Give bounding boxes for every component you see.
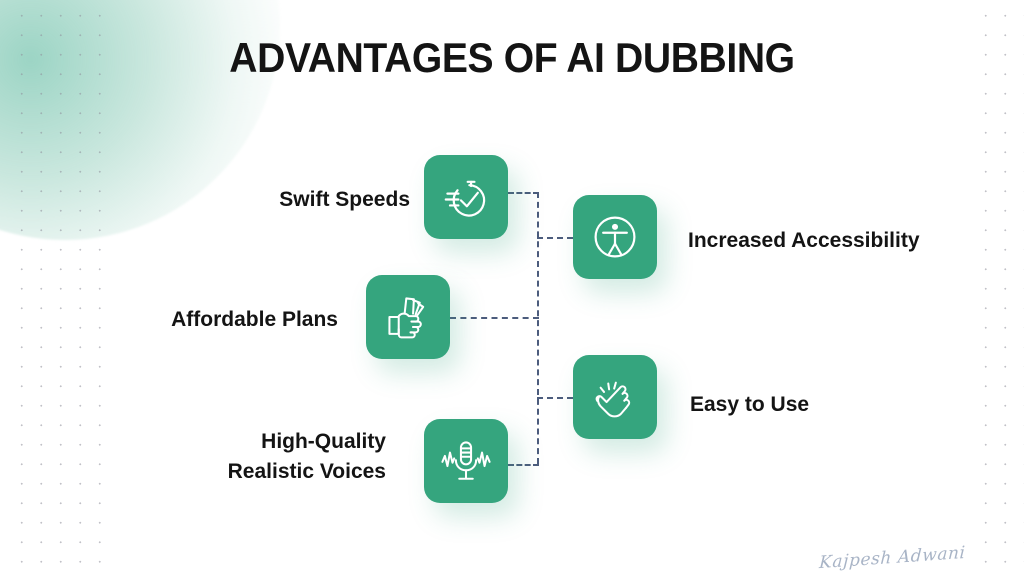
advantage-label-increased-accessibility: Increased Accessibility bbox=[688, 229, 920, 252]
advantage-icon-tile-increased-accessibility bbox=[573, 195, 657, 279]
hand-holding-cash-icon bbox=[388, 297, 425, 339]
advantage-icon-tile-easy-to-use bbox=[573, 355, 657, 439]
connector-realistic-voices bbox=[508, 464, 539, 466]
connector-increased-accessibility bbox=[537, 237, 573, 239]
accessibility-person-icon bbox=[594, 216, 636, 258]
connector-affordable-plans bbox=[450, 317, 539, 319]
connector-vertical-spine bbox=[537, 192, 539, 464]
advantage-icon-tile-realistic-voices bbox=[424, 419, 508, 503]
dot-grid-left-decoration bbox=[8, 0, 108, 576]
advantage-label-swift-speeds: Swift Speeds bbox=[279, 188, 410, 211]
signature-watermark: Kajpesh Adwani bbox=[818, 542, 967, 574]
stopwatch-check-icon bbox=[444, 180, 486, 217]
advantage-label-realistic-voices: High-Quality Realistic Voices bbox=[227, 430, 386, 483]
advantage-label-easy-to-use: Easy to Use bbox=[690, 393, 810, 416]
page-title: ADVANTAGES OF AI DUBBING bbox=[229, 34, 795, 81]
dot-grid-right-decoration bbox=[972, 0, 1024, 576]
connector-easy-to-use bbox=[537, 397, 573, 399]
advantage-icon-tile-affordable-plans bbox=[366, 275, 450, 359]
advantage-label-affordable-plans: Affordable Plans bbox=[171, 308, 338, 331]
connector-swift-speeds bbox=[508, 192, 539, 194]
advantage-icon-tile-swift-speeds bbox=[424, 155, 508, 239]
tapping-hand-icon bbox=[595, 381, 631, 418]
microphone-waveform-icon bbox=[441, 441, 491, 480]
